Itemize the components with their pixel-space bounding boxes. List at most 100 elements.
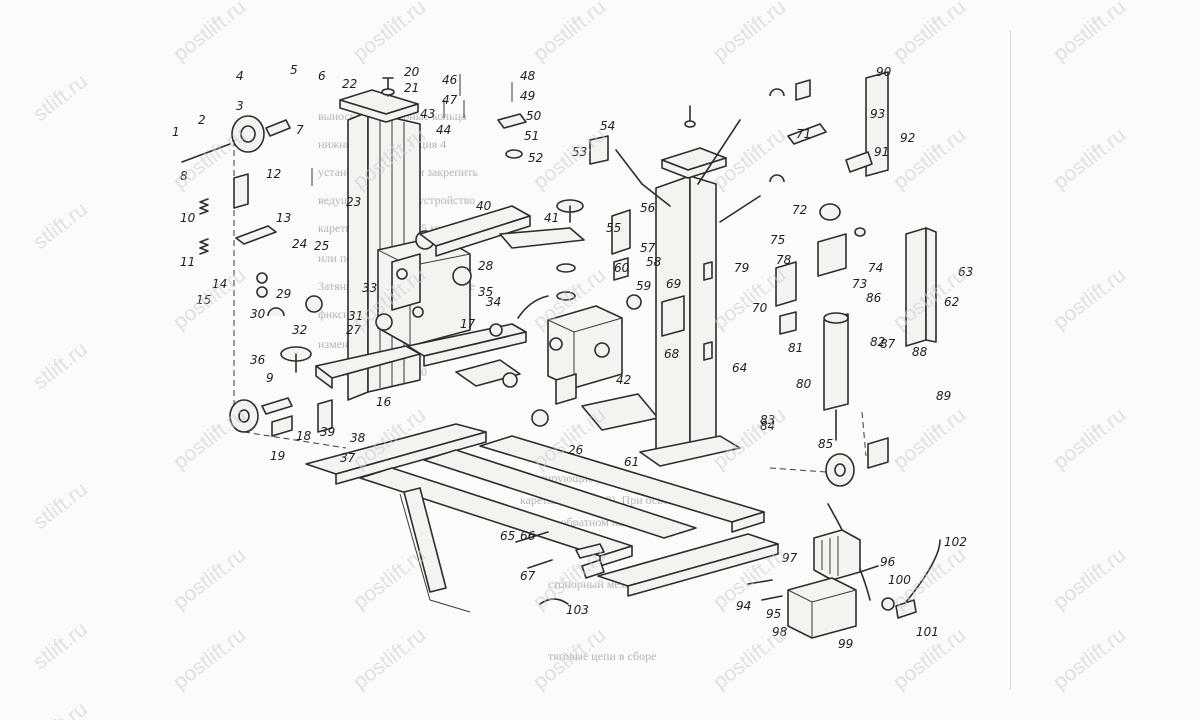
part-label-83: 83 xyxy=(760,413,775,427)
part-label-16: 16 xyxy=(376,395,392,409)
washer-21 xyxy=(381,88,395,96)
arm-16-end xyxy=(315,365,333,389)
column-64-foot xyxy=(639,435,741,467)
watermark-text: postlift.ru xyxy=(1049,263,1130,334)
part-label-17: 17 xyxy=(460,317,476,331)
part-label-88: 88 xyxy=(912,345,928,359)
part-label-90: 90 xyxy=(876,65,892,79)
part-label-86: 86 xyxy=(866,291,882,305)
part-label-84: 84 xyxy=(760,419,775,433)
part-label-23: 23 xyxy=(346,195,361,209)
cylinder-80 xyxy=(823,313,849,411)
part-label-99: 99 xyxy=(838,637,853,651)
bracket-49 xyxy=(497,113,527,129)
block-79 xyxy=(779,311,797,335)
clip-30-left xyxy=(267,307,285,317)
washer-100 xyxy=(881,597,895,611)
part-label-9: 9 xyxy=(266,371,274,385)
carriage-42 xyxy=(547,305,623,389)
arm-41 xyxy=(499,227,585,249)
part-label-65: 65 xyxy=(500,529,515,543)
panel-69 xyxy=(661,295,685,337)
motor-fins xyxy=(821,536,839,576)
part-label-64: 64 xyxy=(732,361,747,375)
base-rear-beam-side xyxy=(627,543,779,597)
hose-102-b xyxy=(905,539,941,603)
leader-lines xyxy=(615,119,761,223)
part-label-38: 38 xyxy=(350,431,366,445)
part-label-12: 12 xyxy=(266,167,281,181)
part-label-51: 51 xyxy=(524,129,539,143)
arm-17-side xyxy=(423,331,527,367)
bracket-92 xyxy=(865,71,889,177)
part-label-54: 54 xyxy=(600,119,615,133)
block-54-base xyxy=(581,559,605,579)
part-label-32: 32 xyxy=(292,323,307,337)
part-label-58: 58 xyxy=(646,255,662,269)
watermark-text-edge: stlift.ru xyxy=(29,338,92,394)
plate-18-left xyxy=(271,415,293,437)
part-label-34: 34 xyxy=(486,295,501,309)
cylinder-80-top xyxy=(823,312,849,324)
slot-lower xyxy=(703,341,713,361)
part-label-1: 1 xyxy=(172,125,180,139)
link-70 xyxy=(787,123,827,145)
watermark-text: postlift.ru xyxy=(169,403,250,474)
washer-15 xyxy=(256,286,268,298)
part-label-94: 94 xyxy=(736,599,751,613)
slot-upper xyxy=(703,261,713,281)
nut-37-a xyxy=(556,263,576,273)
cable-right-link xyxy=(769,467,827,473)
watermark-text-edge: stlift.ru xyxy=(29,198,92,254)
washer-21-right xyxy=(684,120,696,128)
part-label-15: 15 xyxy=(196,293,211,307)
spring-11 xyxy=(199,238,209,255)
part-label-93: 93 xyxy=(870,107,885,121)
bolt-96 xyxy=(859,565,879,573)
part-label-46: 46 xyxy=(442,73,458,87)
part-label-95: 95 xyxy=(766,607,781,621)
part-label-53: 53 xyxy=(572,145,587,159)
bracket-62-side xyxy=(925,227,937,343)
part-label-57: 57 xyxy=(640,241,656,255)
part-label-52: 52 xyxy=(528,151,543,165)
spring-10 xyxy=(199,198,209,215)
part-label-91: 91 xyxy=(874,145,889,159)
watermark-text: postlift.ru xyxy=(1049,0,1130,66)
part-label-36: 36 xyxy=(250,353,266,367)
watermark-text: postlift.ru xyxy=(169,543,250,614)
part-label-13: 13 xyxy=(276,211,291,225)
roller-29 xyxy=(305,295,323,313)
top-cap-22-right-edge xyxy=(661,157,727,179)
watermark-text: postlift.ru xyxy=(169,263,250,334)
part-label-31: 31 xyxy=(348,309,363,323)
pulley-3-top-hub xyxy=(240,125,256,143)
part-label-78: 78 xyxy=(776,253,792,267)
watermark-text: postlift.ru xyxy=(889,0,970,66)
cap-75 xyxy=(854,227,866,237)
arm-40-side xyxy=(435,215,531,257)
part-label-5: 5 xyxy=(290,63,298,77)
block-55-right xyxy=(775,261,797,307)
plate-grid xyxy=(455,359,521,387)
part-label-37: 37 xyxy=(340,451,356,465)
part-label-72: 72 xyxy=(792,203,807,217)
pin-66 xyxy=(515,531,549,543)
part-label-26: 26 xyxy=(568,443,584,457)
roller-33 xyxy=(375,313,393,331)
nut-37-b xyxy=(556,291,576,301)
base-leg xyxy=(403,487,447,593)
part-label-41: 41 xyxy=(544,211,559,225)
housing-73 xyxy=(817,233,847,277)
roller-28-mid xyxy=(626,294,642,310)
part-label-102: 102 xyxy=(944,535,967,549)
part-label-74: 74 xyxy=(868,261,883,275)
part-label-69: 69 xyxy=(666,277,681,291)
pin-67 xyxy=(527,559,553,569)
part-label-24: 24 xyxy=(292,237,307,251)
part-label-47: 47 xyxy=(442,93,458,107)
roller-28-low xyxy=(531,409,549,427)
chain-right xyxy=(861,411,867,457)
